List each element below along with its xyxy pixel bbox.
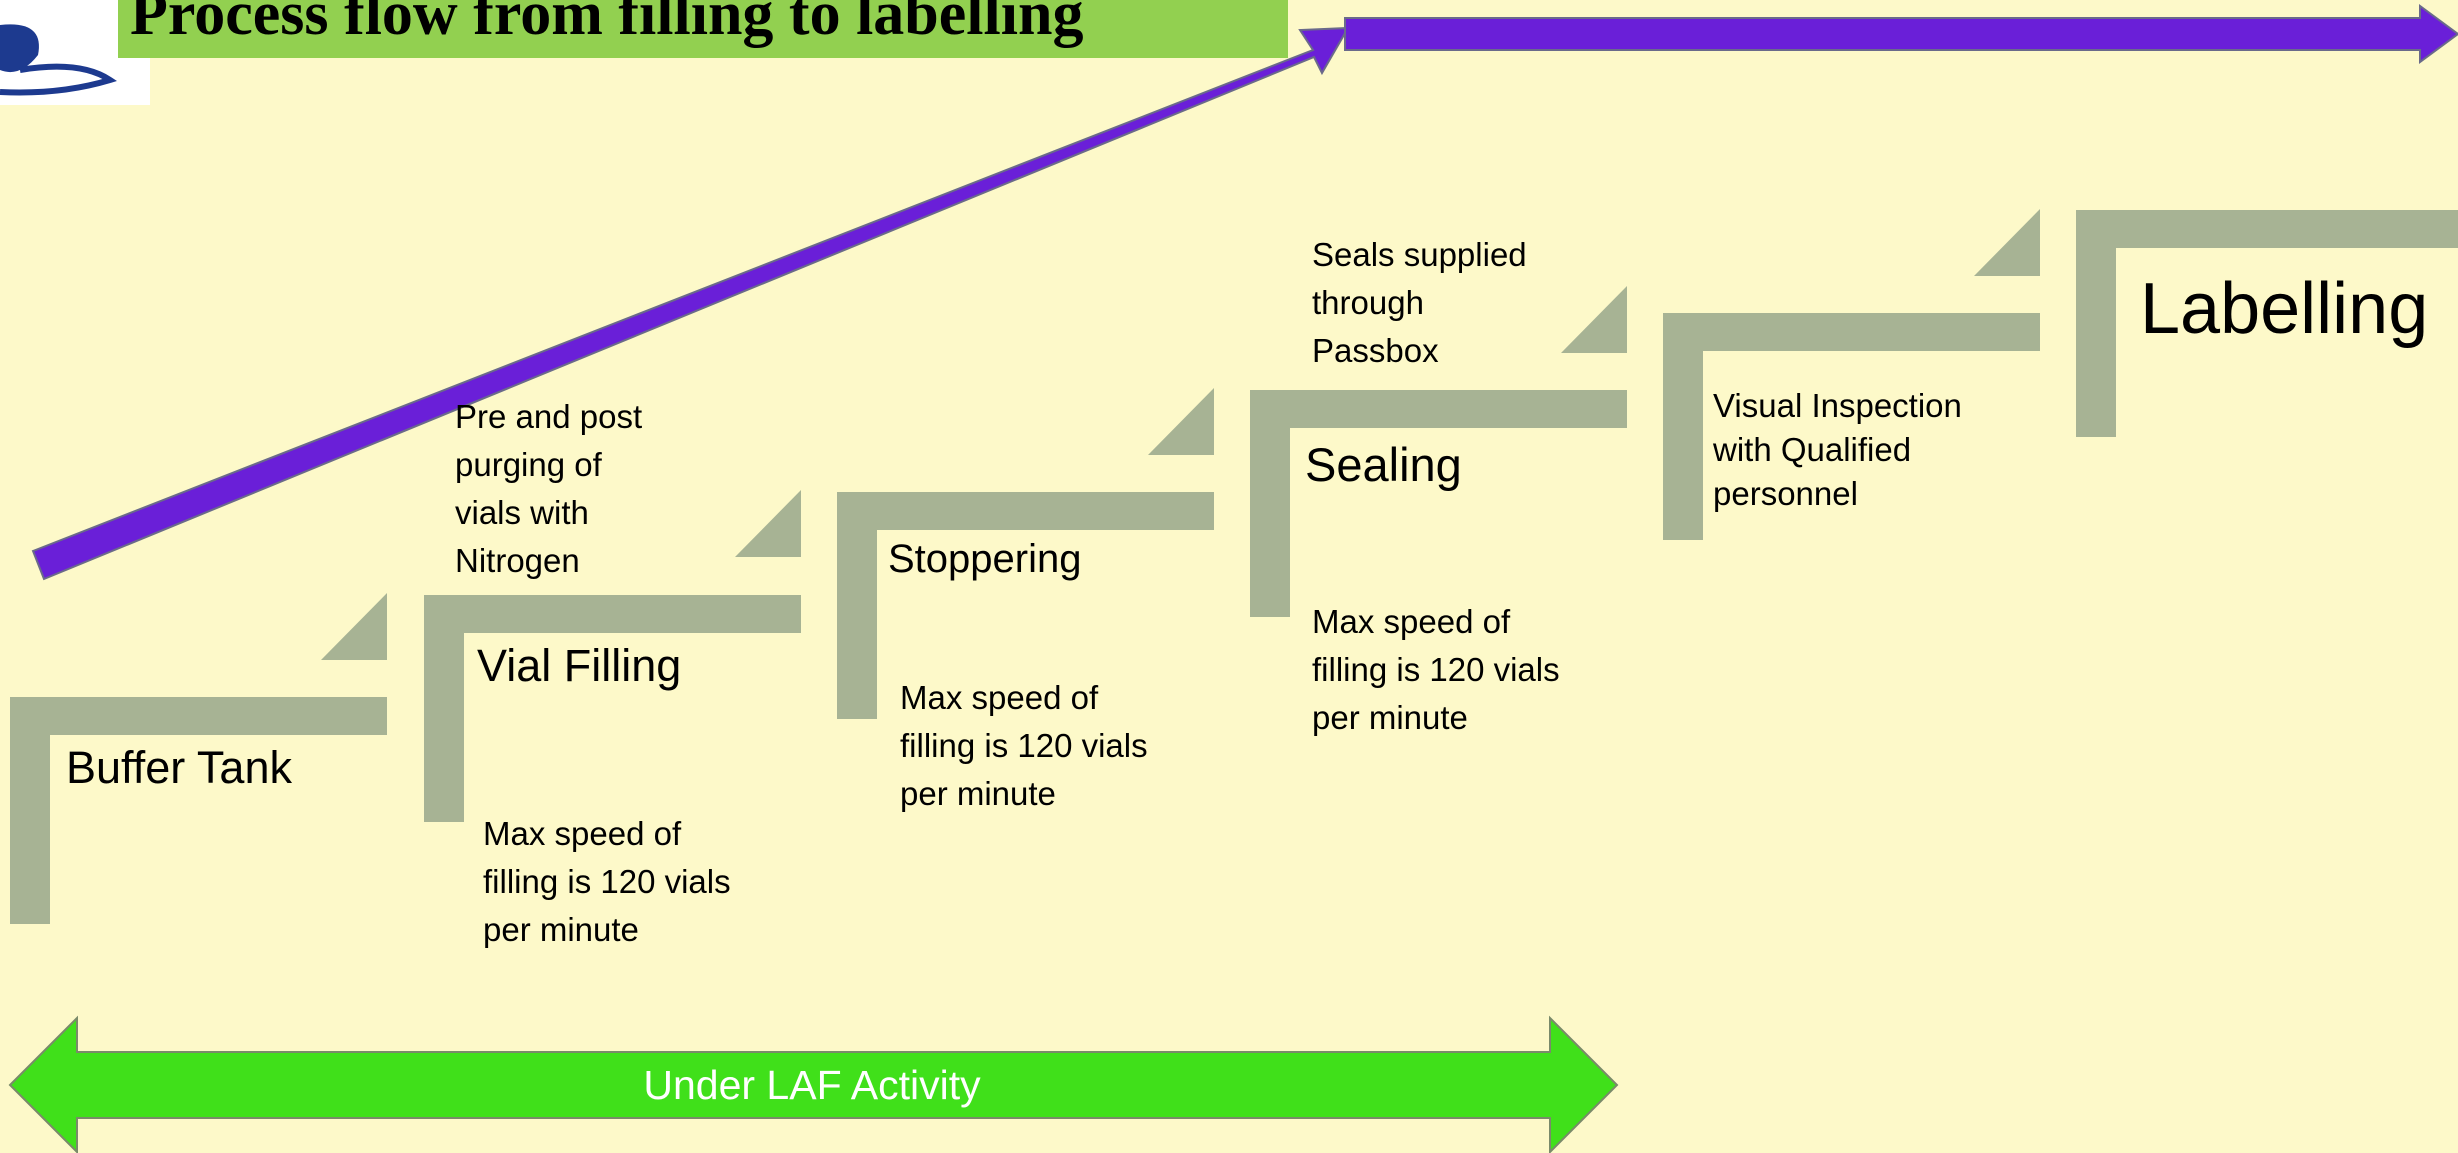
laf-activity-label: Under LAF Activity — [643, 1062, 981, 1108]
page-title: Process flow from filling to labelling — [130, 0, 1084, 48]
laf-double-arrow — [8, 1015, 1619, 1153]
note-nitrogen-purging: Pre and post purging of vials with Nitro… — [455, 398, 643, 579]
step-shape-sealing — [1250, 286, 1627, 617]
horizontal-arrow — [1344, 4, 2458, 64]
step-shape-stoppering — [837, 388, 1214, 719]
step-shape-vial-filling — [424, 490, 801, 822]
step-label-vial-filling: Vial Filling — [477, 640, 682, 691]
step-label-stoppering: Stoppering — [888, 537, 1082, 581]
note-speed-stoppering: Max speed of filling is 120 vials per mi… — [900, 679, 1148, 812]
step-shape-buffer-tank — [10, 593, 387, 924]
rising-arrow — [31, 26, 1350, 581]
step-label-sealing: Sealing — [1305, 438, 1462, 491]
title-banner — [118, 0, 1288, 58]
note-visual-inspection: Visual Inspection with Qualified personn… — [1713, 387, 1962, 512]
note-speed-vial-filling: Max speed of filling is 120 vials per mi… — [483, 815, 731, 948]
note-seals-passbox: Seals supplied through Passbox — [1312, 236, 1527, 369]
step-label-buffer-tank: Buffer Tank — [66, 742, 292, 793]
step-label-labelling: Labelling — [2140, 269, 2429, 349]
step-shape-inspection — [1663, 209, 2040, 540]
step-shape-labelling — [2076, 210, 2458, 437]
note-speed-sealing: Max speed of filling is 120 vials per mi… — [1312, 603, 1560, 736]
